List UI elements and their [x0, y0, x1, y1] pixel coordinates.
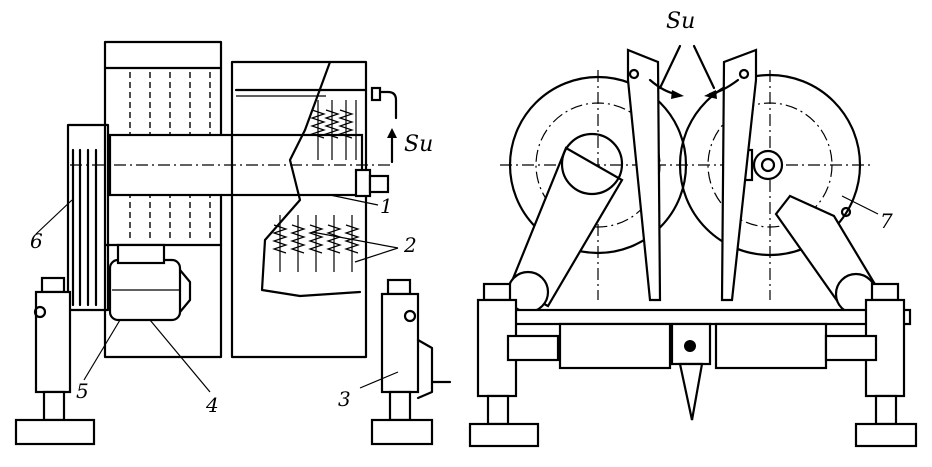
side-view [14, 40, 452, 446]
drum-housing [70, 40, 390, 359]
flow-arrow-left [387, 128, 397, 164]
end-view [468, 44, 918, 448]
electric-motor [108, 243, 192, 322]
label-6: 6 [30, 229, 43, 253]
label-4: 4 [205, 393, 219, 417]
end-view-right-leg [824, 282, 918, 448]
cutaway-housing [230, 60, 398, 359]
label-2: 2 [403, 233, 417, 257]
leader-lines [35, 194, 399, 393]
label-1: 1 [380, 194, 393, 218]
end-view-left-leg [468, 282, 560, 448]
hub [752, 149, 784, 181]
belt-drive [66, 123, 110, 312]
part-labels: 1 2 3 4 5 6 7 Su Su [30, 9, 893, 417]
right-support-leg [370, 278, 452, 446]
left-lever-arm [508, 146, 624, 308]
flow-label-right: Su [666, 9, 695, 34]
left-support-leg [14, 276, 96, 446]
flow-label-left: Su [404, 132, 433, 157]
label-3: 3 [338, 387, 351, 411]
center-plate-right [720, 48, 758, 302]
flow-arrows-right [648, 44, 740, 99]
label-5: 5 [76, 379, 89, 403]
label-7: 7 [880, 209, 893, 233]
base-frame [488, 308, 912, 421]
center-plate-left [626, 48, 662, 302]
